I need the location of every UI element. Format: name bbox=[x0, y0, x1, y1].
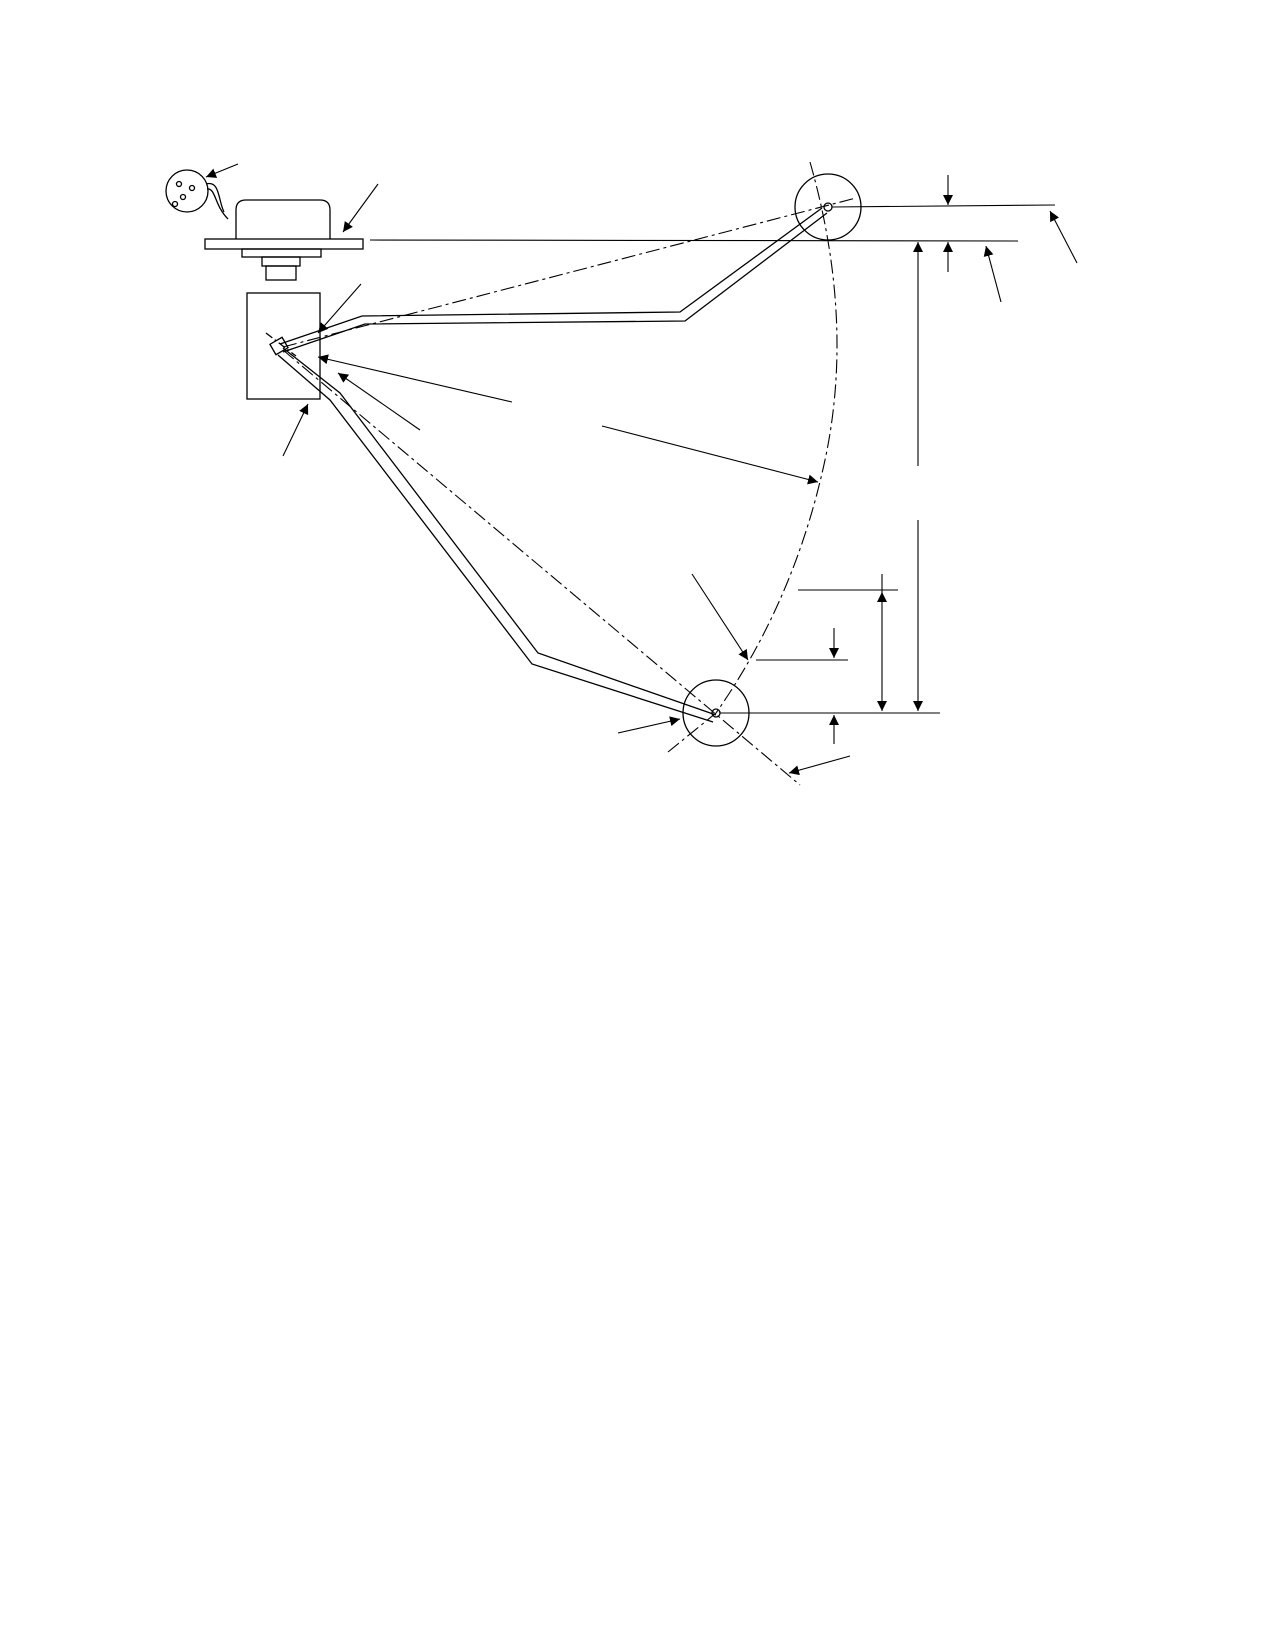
leader-arc-lower bbox=[691, 573, 749, 661]
upper-float-hub bbox=[823, 202, 833, 212]
leader-lower-float bbox=[617, 716, 681, 734]
sender-body bbox=[246, 292, 321, 400]
reference-line-upper bbox=[831, 204, 1056, 208]
lower-float-centerline bbox=[667, 712, 717, 753]
flange-step-1 bbox=[241, 248, 322, 258]
connector-wire-2 bbox=[206, 188, 229, 220]
leader-arc bbox=[601, 425, 819, 485]
leader-pivot bbox=[317, 283, 362, 334]
float-travel-arc bbox=[715, 161, 838, 714]
leader-head bbox=[342, 183, 379, 233]
leader-centerline bbox=[788, 755, 851, 776]
flange-step-3 bbox=[265, 265, 297, 281]
sender-unit-head bbox=[235, 199, 331, 239]
leader-flange-ref bbox=[983, 245, 1002, 303]
reference-line-flange bbox=[369, 239, 1019, 242]
leader-radius bbox=[317, 354, 513, 403]
lower-float-arm bbox=[277, 347, 717, 723]
flange-step-2 bbox=[261, 256, 301, 267]
upper-arm-centerline bbox=[282, 197, 857, 348]
lower-arm-centerline bbox=[282, 349, 801, 786]
mounting-flange bbox=[204, 238, 364, 250]
leader-lower-arm bbox=[337, 372, 421, 431]
leader-body bbox=[282, 403, 309, 457]
upper-float-arm bbox=[279, 207, 828, 353]
leader-connector bbox=[205, 163, 239, 178]
leader-upper-ref bbox=[1049, 210, 1078, 264]
connector-wire bbox=[205, 182, 225, 213]
connector-plug bbox=[165, 169, 229, 220]
